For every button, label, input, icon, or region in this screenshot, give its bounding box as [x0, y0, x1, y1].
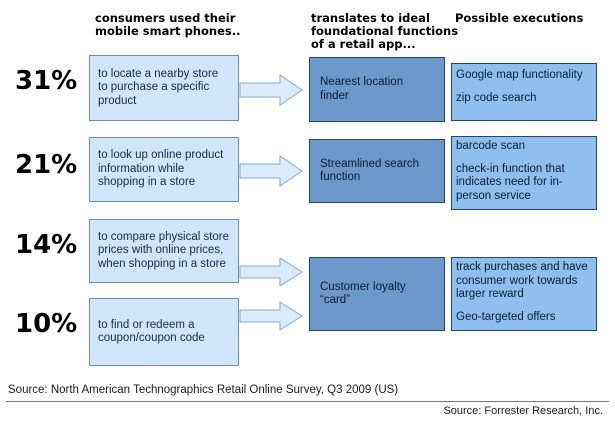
behavior-box-locate-store: to locate a nearby store to purchase a s… — [89, 55, 239, 121]
function-box-location-finder: Nearest location finder — [309, 57, 445, 122]
behavior-text: to find or redeem a coupon/coupon code — [98, 318, 205, 345]
execution-item: Geo-targeted offers — [456, 310, 556, 323]
header-executions: Possible executions — [455, 11, 584, 25]
percent-14: 14% — [15, 230, 78, 260]
percent-31: 31% — [15, 66, 78, 96]
behavior-text: to locate a nearby store to purchase a s… — [98, 67, 219, 107]
execution-item: barcode scan — [456, 140, 526, 152]
behavior-text: to compare physical store prices with on… — [98, 230, 230, 270]
execution-item: check-in function that indicates need fo… — [456, 162, 565, 202]
arrow-right-icon — [239, 301, 303, 331]
behavior-box-compare-prices: to compare physical store prices with on… — [89, 219, 239, 283]
header-consumers: consumers used their mobile smart phones… — [95, 11, 241, 38]
behavior-box-coupon: to find or redeem a coupon/coupon code — [89, 298, 239, 366]
source-survey: Source: North American Technographics Re… — [8, 384, 399, 396]
percent-21: 21% — [15, 150, 78, 180]
header-translates: translates to ideal foundational functio… — [311, 11, 459, 51]
execution-box-location: Google map functionality zip code search — [451, 63, 597, 121]
arrow-right-icon — [239, 257, 303, 287]
behavior-text: to look up online product information wh… — [98, 149, 224, 189]
percent-10: 10% — [15, 309, 78, 339]
function-text: Customer loyalty “card” — [320, 280, 406, 307]
footer-divider — [6, 401, 609, 402]
execution-item: track purchases and have consumer work t… — [456, 261, 588, 300]
execution-item: zip code search — [456, 91, 537, 104]
execution-box-search: barcode scan check-in function that indi… — [451, 136, 597, 210]
behavior-box-product-info: to look up online product information wh… — [89, 137, 239, 202]
function-text: Nearest location finder — [320, 76, 404, 102]
execution-item: Google map functionality — [456, 69, 583, 81]
source-publisher: Source: Forrester Research, Inc. — [443, 405, 603, 417]
arrow-right-icon — [239, 74, 303, 106]
function-box-search: Streamlined search function — [309, 139, 445, 203]
function-text: Streamlined search function — [320, 157, 420, 184]
arrow-right-icon — [239, 155, 303, 187]
execution-box-loyalty: track purchases and have consumer work t… — [451, 257, 597, 331]
function-box-loyalty: Customer loyalty “card” — [309, 257, 445, 331]
